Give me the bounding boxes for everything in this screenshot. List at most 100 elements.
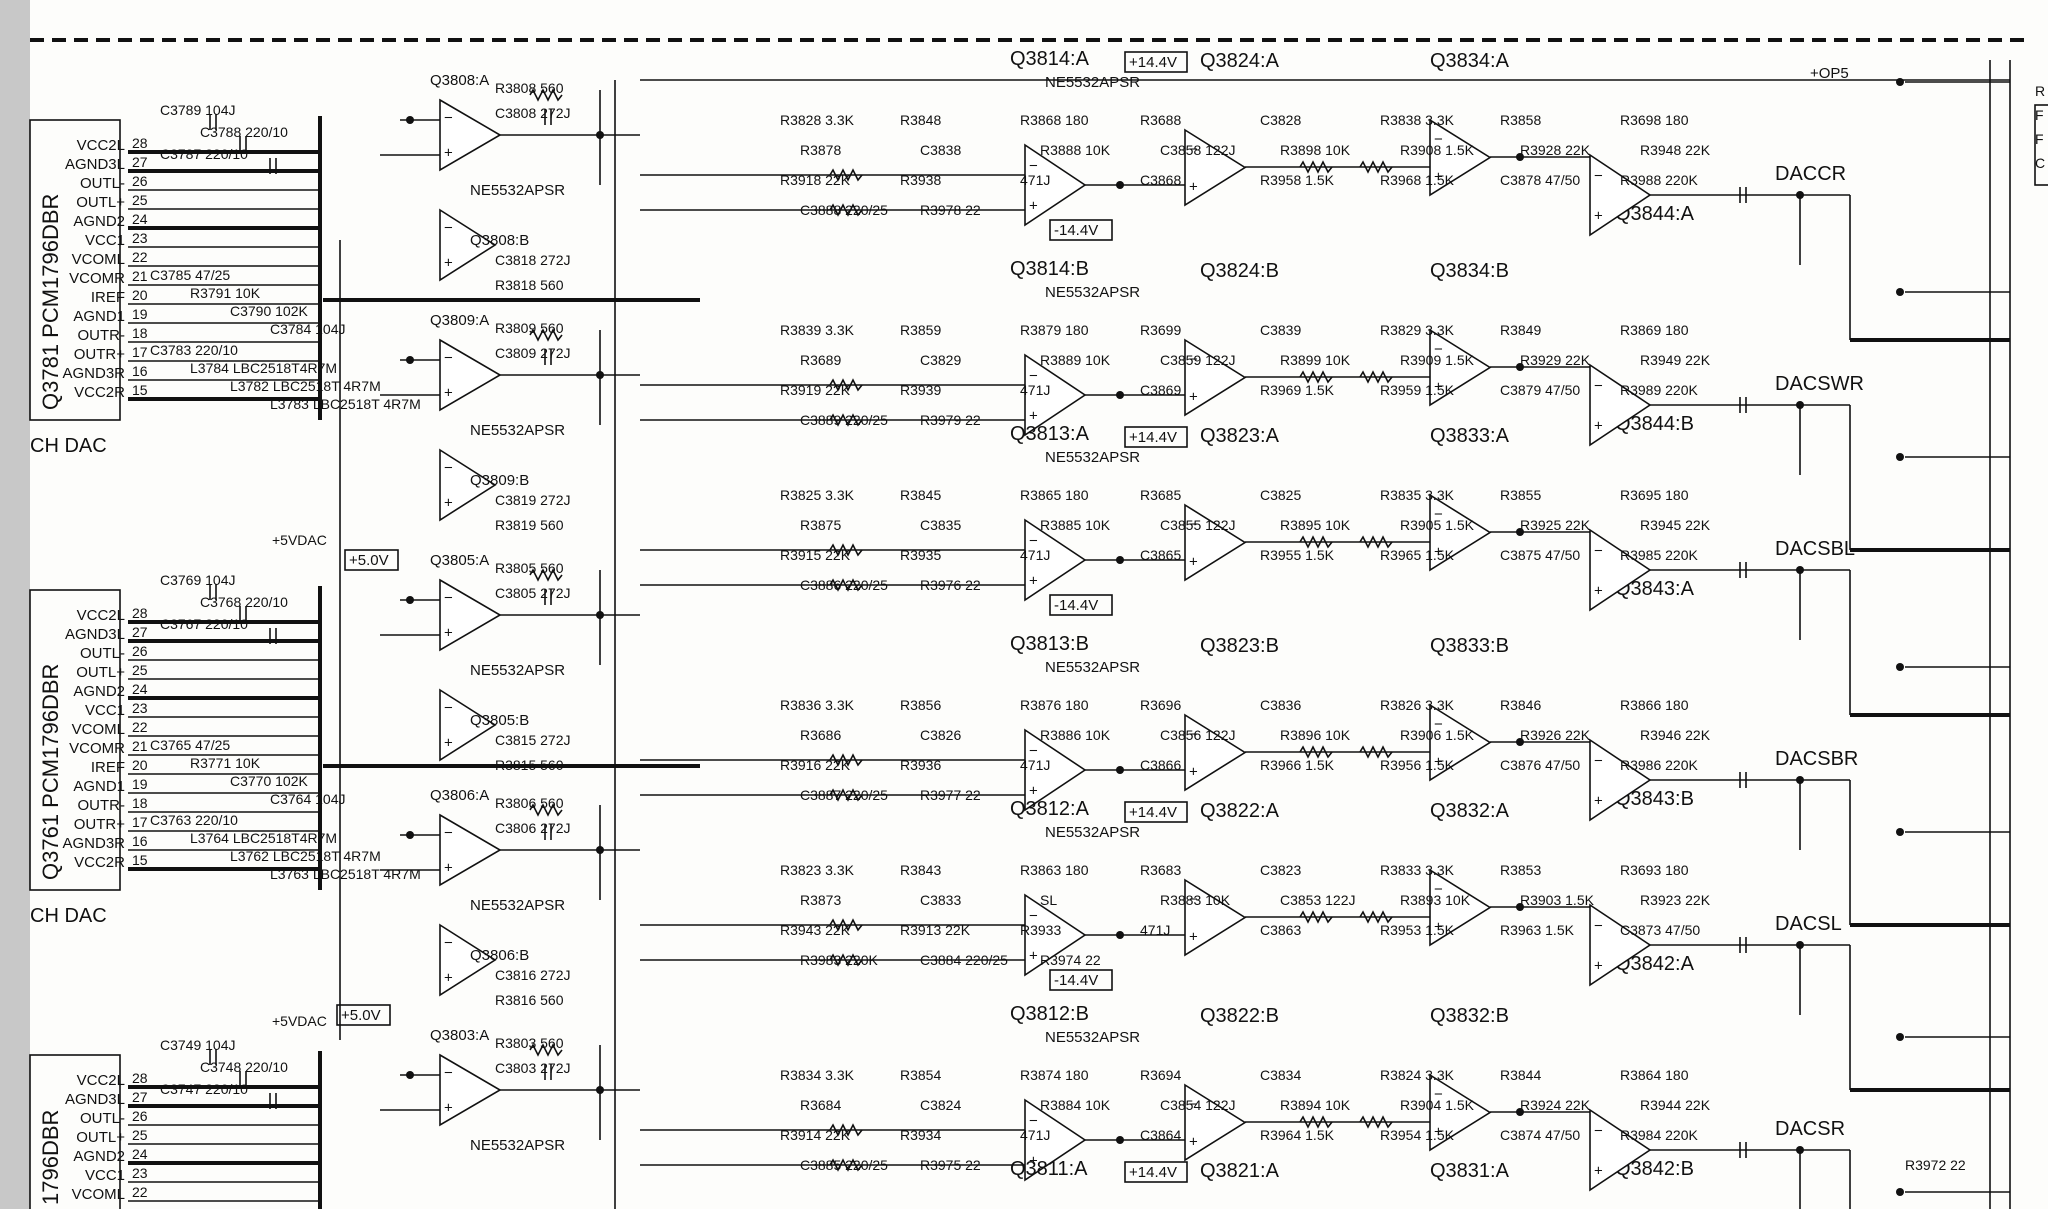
dac-pin-number: 20 <box>132 757 148 773</box>
dac-pin-number: 15 <box>132 382 148 398</box>
component-label: R3866 180 <box>1620 697 1689 713</box>
supply-label: +OP5 <box>1810 65 1849 82</box>
component-label: R3858 <box>1500 112 1541 128</box>
dac-pin-number: 25 <box>132 662 148 678</box>
differential-op-amp <box>1024 1098 1087 1182</box>
component-label: R3939 <box>900 382 941 398</box>
diff-op-amp-ref: Q3811:A <box>1010 1158 1088 1180</box>
op-amp-noninverting-mark: + <box>444 969 453 986</box>
op-amp-inverting-mark: − <box>444 824 453 841</box>
dac-support-part-label: C3768 220/10 <box>200 594 288 610</box>
dac-pin-number: 23 <box>132 700 148 716</box>
component-label: R3898 10K <box>1280 142 1351 158</box>
component-label: R3849 <box>1500 322 1541 338</box>
diff-op-amp-part: NE5532APSR <box>1045 659 1140 676</box>
component-label: C3839 <box>1260 322 1301 338</box>
component-label: R3855 <box>1500 487 1541 503</box>
dac-pin-number: 25 <box>132 1127 148 1143</box>
component-label: C3864 <box>1140 1127 1181 1143</box>
dac-support-part-label: C3787 220/10 <box>160 146 248 162</box>
input-op-amp <box>439 578 502 652</box>
op-amp-inverting-mark: − <box>1029 1113 1038 1130</box>
filter1-op-amp-ref: Q3824:B <box>1200 260 1279 282</box>
supply-flag: -14.4V <box>1054 972 1098 989</box>
input-resistor <box>829 1158 863 1172</box>
differential-op-amp <box>1024 353 1087 437</box>
legend-fragment <box>2034 104 2048 186</box>
dac-pin-number: 22 <box>132 719 148 735</box>
component-label: R3699 <box>1140 322 1181 338</box>
component-label: R3936 <box>900 757 941 773</box>
component-label: R3919 22K <box>780 382 851 398</box>
dac-pin-name: OUTL+ <box>76 1129 125 1146</box>
diff-op-amp-ref: Q3814:B <box>1010 258 1089 280</box>
dac-pin-name: VCC2R <box>74 854 125 871</box>
op-amp-inverting-mark: − <box>1189 516 1198 533</box>
filter-resistor <box>1299 535 1333 549</box>
component-label: R3985 220K <box>1620 547 1699 563</box>
op-amp-noninverting-mark: + <box>1434 544 1443 561</box>
input-resistor <box>829 1123 863 1137</box>
component-label: R3896 10K <box>1280 727 1351 743</box>
component-label: R3955 1.5K <box>1260 547 1335 563</box>
component-label: R3878 <box>800 142 841 158</box>
dac-pin-name: VCC2L <box>77 607 125 624</box>
supply-flag-box <box>1049 219 1113 241</box>
dac-pin-name: VCOML <box>72 251 125 268</box>
junction-dot <box>596 131 604 139</box>
dac-pin-number: 18 <box>132 795 148 811</box>
channel-output-name: DACSBR <box>1775 748 1858 770</box>
input-resistor <box>829 753 863 767</box>
dac-support-part-label: C3789 104J <box>160 102 236 118</box>
filter2-op-amp <box>1429 118 1492 197</box>
buffer-op-amp-ref: Q3844:B <box>1615 413 1694 435</box>
filter-resistor <box>1359 910 1393 924</box>
dac-pin-number: 17 <box>132 344 148 360</box>
op-amp-noninverting-mark: + <box>1594 208 1603 225</box>
junction-dot <box>1516 363 1524 371</box>
op-amp-inverting-mark: − <box>444 934 453 951</box>
op-amp-ref: Q3809:A <box>430 312 489 329</box>
supply-flag: -14.4V <box>1054 222 1098 239</box>
component-label: R3925 22K <box>1520 517 1591 533</box>
input-resistor <box>829 168 863 182</box>
dac-support-part-label: C3767 220/10 <box>160 616 248 632</box>
supply-flag: +14.4V <box>1129 804 1177 821</box>
legend-fragment-text: C <box>2035 155 2045 171</box>
component-label: R3844 <box>1500 1067 1541 1083</box>
op-amp-noninverting-mark: + <box>1189 1134 1198 1151</box>
component-label: R3684 <box>800 1097 841 1113</box>
dac-pin-number: 25 <box>132 192 148 208</box>
component-label: R3964 1.5K <box>1260 1127 1335 1143</box>
op-amp-noninverting-mark: + <box>1189 764 1198 781</box>
dac-pin-name: VCOML <box>72 1186 125 1203</box>
dac-support-part-label: R3791 10K <box>190 285 261 301</box>
dac-support-part-label: L3763 LBC2518T 4R7M <box>270 866 421 882</box>
op-amp-noninverting-mark: + <box>1189 929 1198 946</box>
feedback-part-label: C3806 272J <box>495 820 571 836</box>
junction-dot <box>1516 738 1524 746</box>
dac-support-part-label: C3769 104J <box>160 572 236 588</box>
junction-dot <box>1116 391 1124 399</box>
op-amp-noninverting-mark: + <box>444 144 453 161</box>
junction-dot <box>1896 288 1904 296</box>
op-amp-part: NE5532APSR <box>470 662 565 679</box>
input-op-amp <box>439 923 497 997</box>
supply-flag-box <box>1124 426 1188 448</box>
feedback-part-label: C3803 272J <box>495 1060 571 1076</box>
op-amp-inverting-mark: − <box>1594 918 1603 935</box>
junction-dot <box>1116 181 1124 189</box>
junction-dot <box>1896 828 1904 836</box>
component-label: R3923 22K <box>1640 892 1711 908</box>
component-label: R3825 3.3K <box>780 487 855 503</box>
dac-pin-number: 23 <box>132 1165 148 1181</box>
component-label: C3858 122J <box>1160 142 1236 158</box>
op-amp-ref: Q3806:A <box>430 787 489 804</box>
component-label: R3683 <box>1140 862 1181 878</box>
input-op-amp <box>439 1053 502 1127</box>
diff-op-amp-part: NE5532APSR <box>1045 449 1140 466</box>
op-amp-inverting-mark: − <box>1434 131 1443 148</box>
dac-pin-name: VCC2R <box>74 384 125 401</box>
component-label: R3918 22K <box>780 172 851 188</box>
feedback-part-label: C3805 272J <box>495 585 571 601</box>
